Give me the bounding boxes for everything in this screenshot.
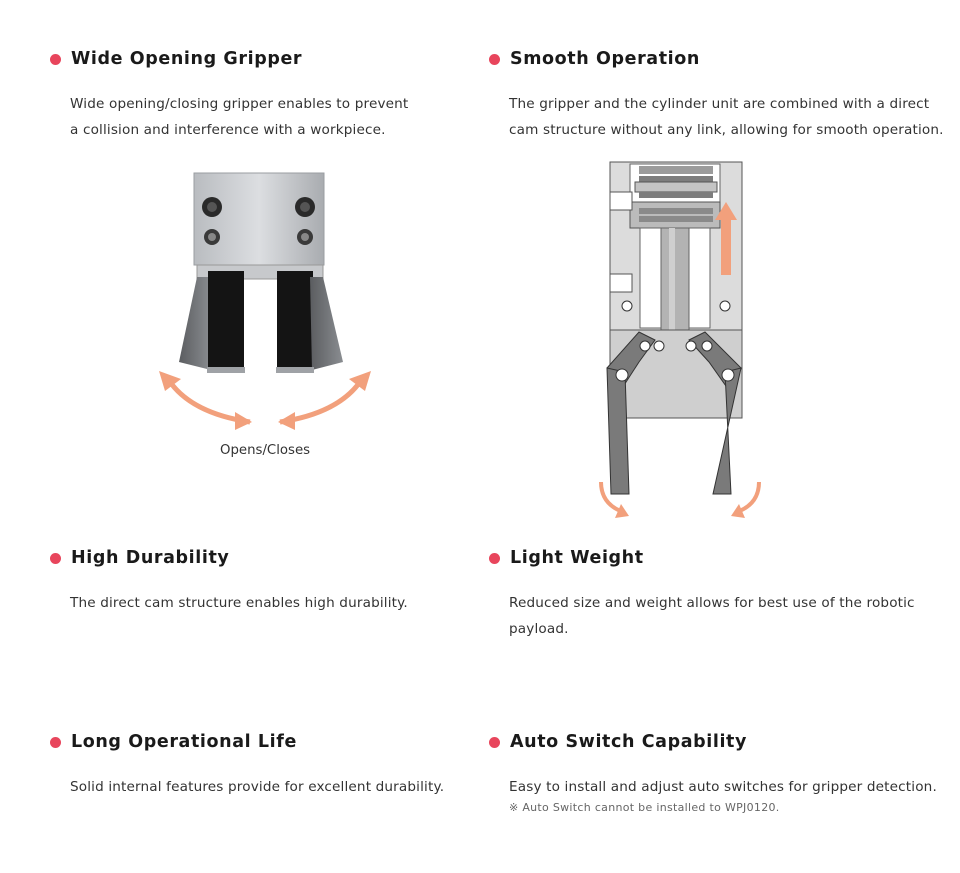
feature-description: Reduced size and weight allows for best … — [509, 590, 915, 642]
bullet-dot-icon — [489, 53, 500, 65]
feature-heading: Smooth Operation — [489, 49, 944, 69]
cam-structure-diagram — [599, 161, 761, 518]
feature-description: The direct cam structure enables high du… — [70, 590, 408, 616]
description-line: Solid internal features provide for exce… — [70, 779, 445, 795]
description-line: The gripper and the cylinder unit are co… — [509, 96, 930, 112]
gripper-photo-illustration — [179, 172, 343, 373]
feature-heading: Light Weight — [489, 548, 915, 568]
bullet-dot-icon — [489, 736, 500, 748]
feature-heading: Auto Switch Capability — [489, 732, 937, 752]
feature-wide-opening-gripper: Wide Opening Gripper Wide opening/closin… — [50, 49, 408, 143]
feature-heading: Long Operational Life — [50, 732, 444, 752]
feature-light-weight: Light Weight Reduced size and weight all… — [489, 548, 915, 642]
feature-note: ※ Auto Switch cannot be installed to WPJ… — [509, 801, 780, 814]
description-line: The direct cam structure enables high du… — [70, 595, 408, 611]
feature-title: Auto Switch Capability — [510, 732, 748, 752]
feature-high-durability: High Durability The direct cam structure… — [50, 548, 408, 616]
bullet-dot-icon — [50, 53, 61, 65]
description-line: cam structure without any link, allowing… — [509, 122, 944, 138]
bullet-dot-icon — [50, 552, 61, 564]
feature-description: The gripper and the cylinder unit are co… — [509, 91, 944, 143]
feature-title: Smooth Operation — [510, 49, 700, 69]
feature-description: Solid internal features provide for exce… — [70, 774, 444, 800]
description-line: Wide opening/closing gripper enables to … — [70, 96, 409, 112]
feature-long-operational-life: Long Operational Life Solid internal fea… — [50, 732, 444, 800]
feature-heading: Wide Opening Gripper — [50, 49, 408, 69]
description-line: a collision and interference with a work… — [70, 122, 386, 138]
description-line: payload. — [509, 621, 569, 637]
feature-title: Long Operational Life — [71, 732, 297, 752]
bullet-dot-icon — [489, 552, 500, 564]
feature-title: Light Weight — [510, 548, 644, 568]
feature-description: Wide opening/closing gripper enables to … — [70, 91, 408, 143]
figure-caption: Opens/Closes — [220, 443, 311, 458]
bullet-dot-icon — [50, 736, 61, 748]
feature-heading: High Durability — [50, 548, 408, 568]
feature-title: Wide Opening Gripper — [71, 49, 303, 69]
open-close-arrows-icon — [159, 371, 371, 430]
description-line: Easy to install and adjust auto switches… — [509, 779, 937, 795]
feature-title: High Durability — [71, 548, 230, 568]
description-line: Reduced size and weight allows for best … — [509, 595, 915, 611]
feature-auto-switch-capability: Auto Switch Capability Easy to install a… — [489, 732, 937, 816]
feature-description: Easy to install and adjust auto switches… — [509, 774, 937, 800]
feature-smooth-operation: Smooth Operation The gripper and the cyl… — [489, 49, 944, 143]
